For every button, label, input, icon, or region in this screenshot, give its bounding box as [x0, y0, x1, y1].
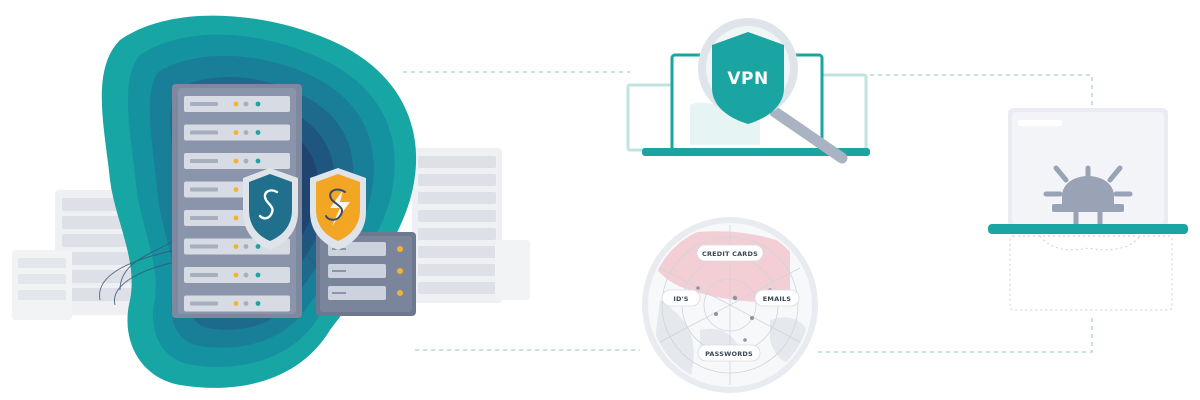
label-credit-cards: CREDIT CARDS	[696, 244, 764, 262]
teal-shield-icon	[243, 168, 298, 250]
data-globe: CREDIT CARDS ID'S EMAILS PASSWORDS	[642, 217, 818, 393]
label-emails-text: EMAILS	[763, 295, 791, 303]
connector-lines	[403, 71, 1093, 353]
server-slot	[184, 96, 290, 112]
label-ids-text: ID'S	[673, 295, 688, 303]
server-rack-right-back	[412, 148, 502, 303]
bug-icon	[1043, 165, 1133, 224]
server-slot	[184, 267, 290, 283]
label-credit-cards-text: CREDIT CARDS	[702, 250, 758, 258]
vpn-badge-text: VPN	[727, 69, 768, 89]
connector-vpn-to-laptop	[870, 74, 1093, 108]
server-slot	[184, 295, 290, 312]
label-passwords: PASSWORDS	[697, 344, 761, 362]
label-emails: EMAILS	[754, 289, 800, 307]
orange-shield-icon	[310, 168, 366, 250]
label-passwords-text: PASSWORDS	[705, 350, 753, 358]
connector-globe-to-laptop	[818, 318, 1093, 353]
server-slot	[184, 153, 290, 169]
label-ids: ID'S	[661, 289, 701, 307]
main-server-rack	[172, 84, 302, 318]
secondary-server	[316, 232, 416, 316]
server-rack-far-left	[12, 250, 72, 320]
magnifier-icon: VPN	[698, 18, 848, 164]
server-slot	[184, 124, 290, 141]
server-rack-far-right	[495, 240, 530, 300]
